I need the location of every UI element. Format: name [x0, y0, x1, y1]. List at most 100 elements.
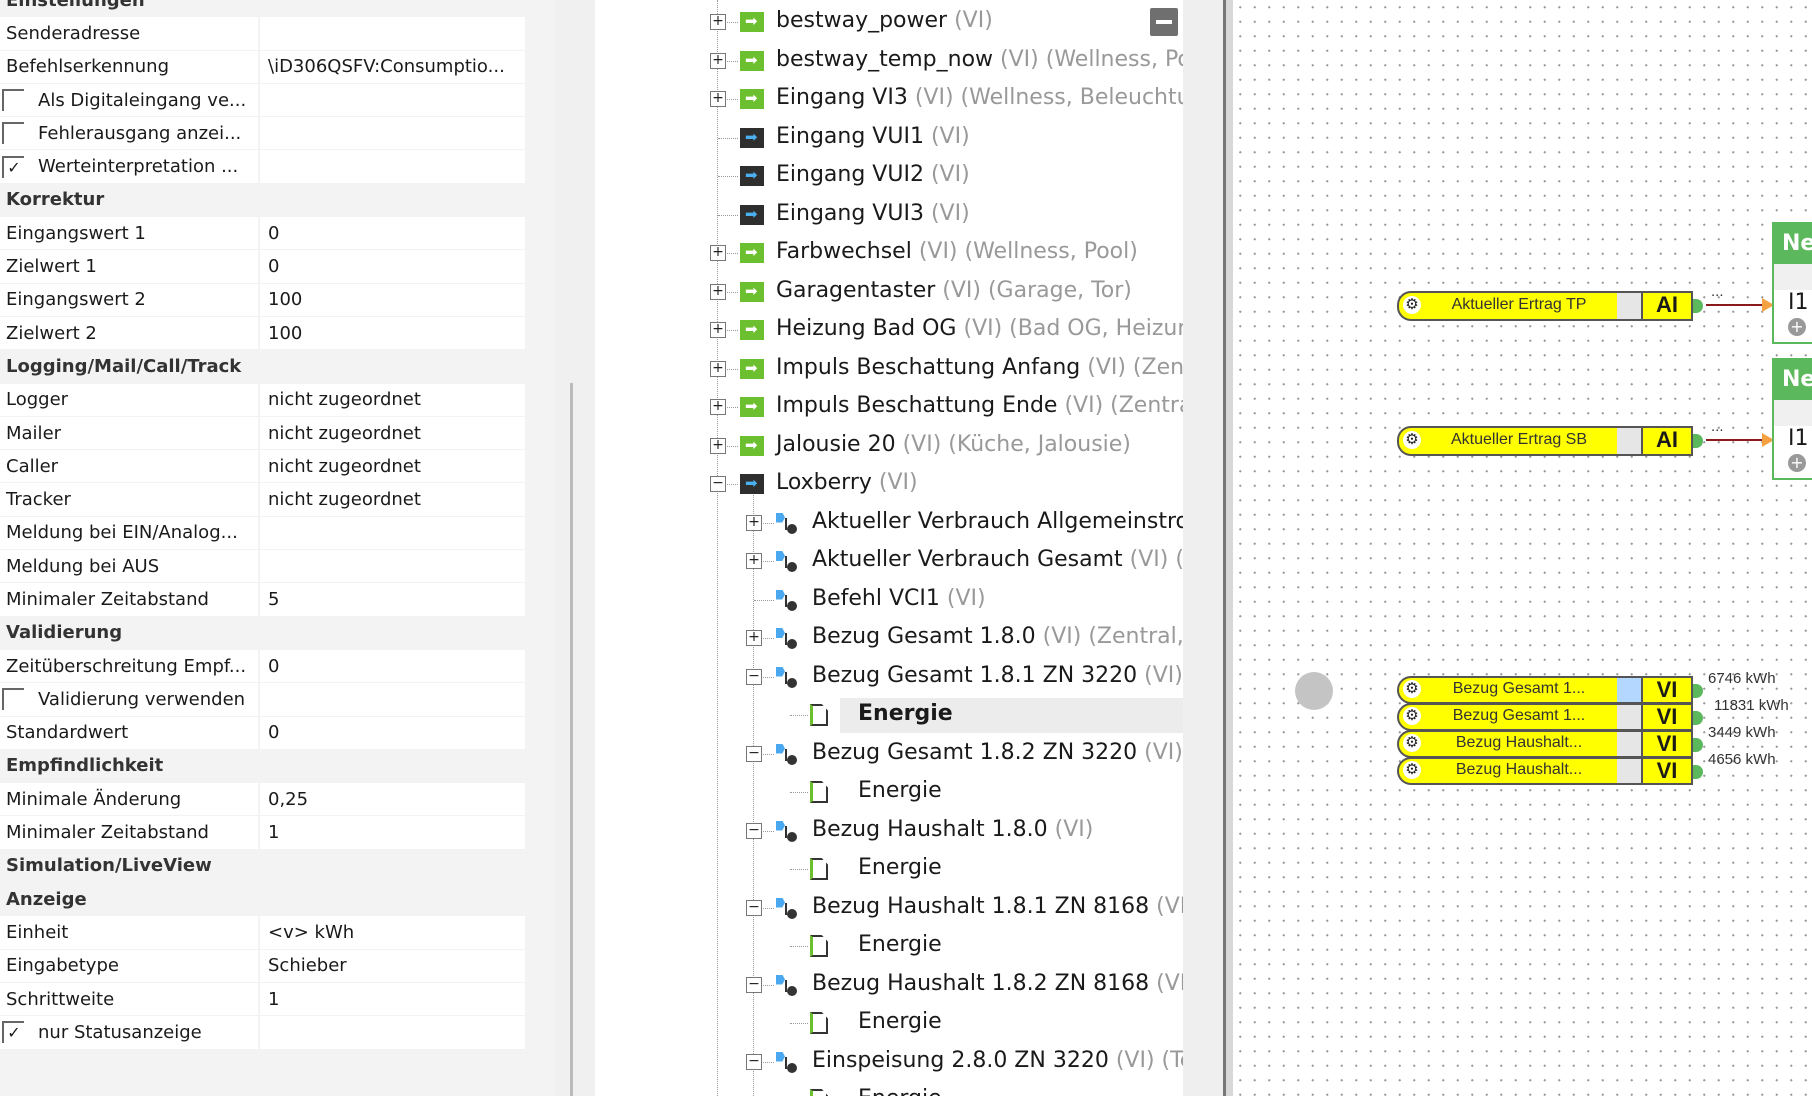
output-connector[interactable]: [1693, 299, 1703, 313]
property-category[interactable]: Einstellungen: [0, 0, 525, 18]
property-row[interactable]: ✓nur Statusanzeige: [0, 1016, 525, 1050]
tree-item[interactable]: +➡bestway_power (VI): [595, 3, 1185, 42]
property-row[interactable]: Einheit<v> kWh: [0, 916, 525, 950]
property-row[interactable]: Zeitüberschreitung Empf...0: [0, 649, 525, 684]
property-value[interactable]: 0,25: [260, 783, 525, 816]
output-connector[interactable]: [1693, 684, 1703, 698]
collapse-icon[interactable]: −: [746, 1053, 762, 1070]
property-category[interactable]: Korrektur: [0, 183, 525, 218]
tree-item[interactable]: ➡Eingang VUI2 (VI): [595, 157, 1185, 196]
property-value[interactable]: [260, 17, 525, 50]
property-value[interactable]: nicht zugeordnet: [260, 450, 525, 483]
property-value[interactable]: 1: [260, 816, 525, 849]
property-category[interactable]: Validierung: [0, 616, 525, 650]
expand-icon[interactable]: +: [710, 399, 726, 415]
virtual-input-block[interactable]: ⚙Bezug Gesamt 1...VI: [1397, 703, 1703, 731]
tree-item[interactable]: +Bezug Gesamt 1.8.0 (VI) (Zentral, E: [595, 619, 1185, 658]
tree-item[interactable]: Energie: [595, 696, 1185, 735]
property-value[interactable]: [260, 516, 525, 550]
collapse-icon[interactable]: −: [746, 745, 762, 762]
output-connector[interactable]: [1693, 711, 1703, 725]
property-value[interactable]: 0: [260, 716, 525, 749]
property-value[interactable]: nicht zugeordnet: [260, 483, 525, 516]
properties-scrollbar-thumb[interactable]: [570, 383, 573, 1096]
panel-splitter[interactable]: [1223, 0, 1233, 1096]
expand-icon[interactable]: +: [710, 52, 726, 69]
property-value[interactable]: [260, 150, 525, 183]
property-category[interactable]: Simulation/LiveView: [0, 849, 525, 884]
checkbox[interactable]: [2, 122, 24, 145]
checkbox[interactable]: ✓: [2, 155, 24, 178]
connection-wire[interactable]: [1706, 439, 1768, 441]
expand-icon[interactable]: +: [710, 360, 726, 377]
tree-item[interactable]: +➡Farbwechsel (VI) (Wellness, Pool): [595, 234, 1185, 273]
tree-scrollbar-track[interactable]: [1183, 0, 1223, 1096]
tree-item[interactable]: +➡Garagentaster (VI) (Garage, Tor): [595, 273, 1185, 312]
property-row[interactable]: Validierung verwenden: [0, 683, 525, 717]
expand-icon[interactable]: +: [746, 553, 762, 569]
property-value[interactable]: 0: [260, 250, 525, 283]
tree-item[interactable]: +➡Heizung Bad OG (VI) (Bad OG, Heizun: [595, 311, 1185, 350]
output-connector[interactable]: [1693, 434, 1703, 448]
checkbox[interactable]: ✓: [2, 1021, 24, 1044]
collapse-icon[interactable]: −: [710, 476, 726, 492]
collapse-icon[interactable]: −: [746, 668, 762, 685]
property-row[interactable]: Senderadresse: [0, 17, 525, 51]
property-row[interactable]: Meldung bei EIN/Analog...: [0, 516, 525, 551]
tree-item[interactable]: Energie: [595, 1004, 1185, 1043]
tree-item[interactable]: ➡Eingang VUI3 (VI): [595, 196, 1185, 235]
property-category[interactable]: Logging/Mail/Call/Track: [0, 350, 525, 384]
function-block-input[interactable]: I1: [1788, 290, 1809, 315]
tree-item[interactable]: Energie: [595, 1081, 1185, 1096]
property-value[interactable]: nicht zugeordnet: [260, 383, 525, 416]
tree-item[interactable]: −➡Loxberry (VI): [595, 465, 1185, 504]
property-value[interactable]: 100: [260, 283, 525, 316]
property-value[interactable]: [260, 1016, 525, 1049]
output-connector[interactable]: [1693, 738, 1703, 752]
program-canvas[interactable]: [1233, 0, 1812, 1096]
tree-item[interactable]: −Bezug Gesamt 1.8.1 ZN 3220 (VI) (: [595, 658, 1185, 697]
tree-item[interactable]: Befehl VCI1 (VI): [595, 581, 1185, 620]
tree-item[interactable]: +➡Impuls Beschattung Ende (VI) (Zentral,: [595, 388, 1185, 427]
tree-item[interactable]: +➡Eingang VI3 (VI) (Wellness, Beleuchtun: [595, 80, 1185, 119]
expand-icon[interactable]: +: [746, 630, 762, 646]
expand-icon[interactable]: +: [710, 322, 726, 338]
property-value[interactable]: <v> kWh: [260, 916, 525, 949]
tree-item[interactable]: −Bezug Haushalt 1.8.1 ZN 8168 (VI): [595, 889, 1185, 928]
property-value[interactable]: [260, 550, 525, 583]
property-value[interactable]: [260, 683, 525, 716]
collapse-icon[interactable]: −: [746, 976, 762, 993]
expand-icon[interactable]: +: [710, 283, 726, 300]
tree-item[interactable]: −Bezug Haushalt 1.8.2 ZN 8168 (VI): [595, 966, 1185, 1005]
virtual-input-block[interactable]: ⚙Bezug Haushalt...VI: [1397, 730, 1703, 758]
property-row[interactable]: ✓Werteinterpretation ...: [0, 150, 525, 184]
output-connector[interactable]: [1693, 765, 1703, 779]
tree-item[interactable]: Energie: [595, 850, 1185, 889]
property-row[interactable]: Als Digitaleingang ve...: [0, 83, 525, 118]
function-block-input[interactable]: I1: [1788, 426, 1809, 451]
gear-icon[interactable]: ⚙: [1403, 296, 1421, 314]
properties-scrollbar-track[interactable]: [555, 0, 595, 1096]
property-value[interactable]: [260, 117, 525, 150]
expand-icon[interactable]: +: [710, 14, 726, 30]
tree-item[interactable]: −Bezug Gesamt 1.8.2 ZN 3220 (VI) (: [595, 735, 1185, 774]
property-row[interactable]: Fehlerausgang anzei...: [0, 117, 525, 151]
virtual-input-block[interactable]: ⚙Bezug Gesamt 1...VI: [1397, 676, 1703, 704]
gear-icon[interactable]: ⚙: [1403, 707, 1421, 725]
expand-icon[interactable]: +: [710, 91, 726, 107]
tree-item[interactable]: +Aktueller Verbrauch Allgemeinstror: [595, 504, 1185, 543]
collapse-all-button[interactable]: [1150, 8, 1178, 36]
expand-icon[interactable]: +: [746, 514, 762, 531]
virtual-input-block[interactable]: ⚙Bezug Haushalt...VI: [1397, 757, 1703, 785]
